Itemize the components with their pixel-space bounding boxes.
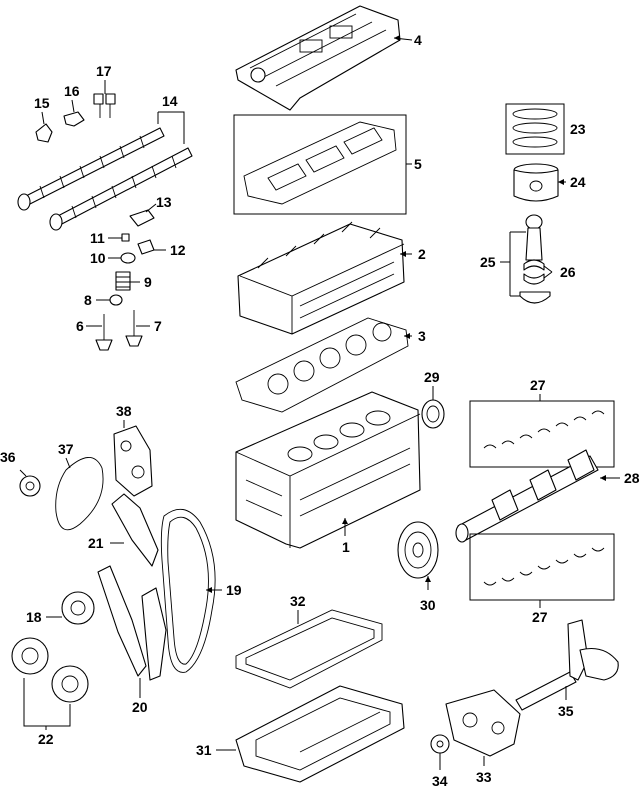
label-36: 36 [0,449,16,465]
harmonic-balancer[interactable] [397,521,439,579]
timing-chain-37[interactable] [55,457,104,531]
label-2: 2 [418,246,426,262]
main-bearings-lower-box [469,533,615,601]
leader-arrows [206,35,606,593]
main-bearings-upper-box [469,400,615,468]
label-3: 3 [418,328,426,344]
label-15: 15 [34,95,50,111]
rod-bearings[interactable] [523,259,545,285]
valve-cover[interactable] [235,5,401,111]
oil-pan[interactable] [235,685,405,783]
part-15[interactable] [35,123,53,143]
label-19: 19 [226,582,242,598]
label-21: 21 [88,535,104,551]
part-13[interactable] [129,209,155,227]
label-24: 24 [570,174,586,190]
label-29: 29 [424,369,440,385]
label-22: 22 [38,731,54,747]
label-38: 38 [116,403,132,419]
label-20: 20 [132,699,148,715]
tensioner-rails[interactable] [97,565,167,681]
label-27-bottom: 27 [532,609,548,625]
part-12[interactable] [137,239,155,255]
part-10[interactable] [120,252,136,264]
label-10: 10 [90,250,106,266]
label-34: 34 [432,773,448,789]
oil-pump[interactable] [445,689,521,757]
label-17: 17 [96,63,112,79]
label-25: 25 [480,254,496,270]
label-26: 26 [560,264,576,280]
label-9: 9 [144,274,152,290]
label-7: 7 [154,318,162,334]
label-1: 1 [342,539,350,555]
label-37: 37 [58,441,74,457]
sprocket-18[interactable] [61,591,95,625]
oil-pump-sprocket[interactable] [430,734,450,754]
label-18: 18 [26,609,42,625]
sprocket-36[interactable] [19,475,41,497]
part-labels: 4 5 2 3 1 29 14 15 16 17 13 11 12 10 9 8… [0,32,640,789]
label-14: 14 [162,93,178,109]
engine-block[interactable] [235,391,421,549]
timing-chain-19[interactable] [160,508,216,673]
chain-guide-21[interactable] [111,493,159,567]
label-12: 12 [170,242,186,258]
label-33: 33 [476,769,492,785]
label-30: 30 [420,597,436,613]
label-23: 23 [570,121,586,137]
label-5: 5 [414,156,422,172]
label-6: 6 [76,318,84,334]
label-31: 31 [196,742,212,758]
piston-rings[interactable] [512,108,558,148]
exhaust-valve[interactable] [125,310,143,347]
cylinder-head[interactable] [237,221,405,335]
rear-main-seal[interactable] [421,399,445,429]
valve-cover-gasket[interactable] [243,121,397,205]
valve-spring[interactable] [115,271,131,291]
part-16[interactable] [63,111,85,127]
part-38[interactable] [113,425,153,497]
main-bearings-lower[interactable] [483,547,605,586]
oil-pickup-tube[interactable] [515,619,619,711]
connecting-rod[interactable] [525,214,543,261]
label-11: 11 [90,230,105,246]
label-16: 16 [64,83,80,99]
label-27-top: 27 [530,377,546,393]
label-28: 28 [624,470,640,486]
vvt-gears[interactable] [11,637,89,703]
part-8[interactable] [109,294,123,306]
label-13: 13 [156,194,172,210]
label-4: 4 [414,32,422,48]
piston[interactable] [513,163,559,202]
main-bearings-upper[interactable] [483,410,605,449]
label-32: 32 [290,593,306,609]
part-17[interactable] [93,93,116,118]
head-gasket[interactable] [235,317,409,413]
label-8: 8 [84,292,92,308]
intake-valve[interactable] [95,314,113,351]
oil-pan-gasket[interactable] [235,609,383,689]
part-11[interactable] [121,233,130,242]
crankshaft[interactable] [455,449,599,543]
camshafts[interactable] [17,127,193,231]
piston-rings-box [505,103,565,155]
label-35: 35 [558,703,574,719]
rod-cap[interactable] [519,291,551,304]
